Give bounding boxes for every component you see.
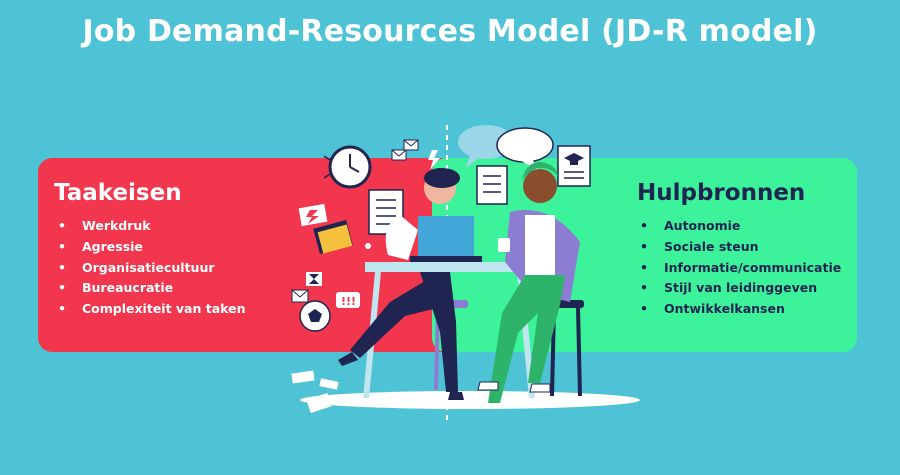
- envelope-icon: [403, 139, 419, 151]
- shoe: [477, 381, 499, 391]
- shoe: [338, 352, 358, 366]
- list-item: •Werkdruk: [58, 218, 151, 233]
- list-item: •Stijl van leidinggeven: [640, 280, 818, 296]
- list-item: •Autonomie: [640, 218, 741, 233]
- diagram-title: Job Demand-Resources Model (JD-R model): [82, 14, 818, 49]
- job-resources-heading: Hulpbronnen: [637, 180, 806, 206]
- list-item: •Organisatiecultuur: [58, 259, 215, 275]
- job-demands-list: •Werkdruk •Agressie •Organisatiecultuur …: [58, 216, 246, 320]
- list-item: •Informatie/communicatie: [640, 259, 842, 275]
- list-item: •Bureaucratie: [58, 280, 174, 296]
- shoe: [448, 392, 464, 400]
- list-item: •Agressie: [58, 238, 143, 254]
- shoe: [529, 383, 551, 393]
- job-resources-panel: Hulpbronnen •Autonomie •Sociale steun •I…: [432, 158, 857, 352]
- flying-paper-icon: [291, 370, 339, 414]
- list-item: •Sociale steun: [640, 238, 759, 254]
- list-item: •Ontwikkelkansen: [640, 301, 785, 317]
- job-demands-panel: Taakeisen •Werkdruk •Agressie •Organisat…: [38, 158, 468, 352]
- list-item: •Complexiteit van taken: [58, 301, 246, 317]
- job-resources-list: •Autonomie •Sociale steun •Informatie/co…: [640, 216, 841, 320]
- job-demands-heading: Taakeisen: [54, 180, 182, 206]
- floor-shadow: [300, 391, 640, 409]
